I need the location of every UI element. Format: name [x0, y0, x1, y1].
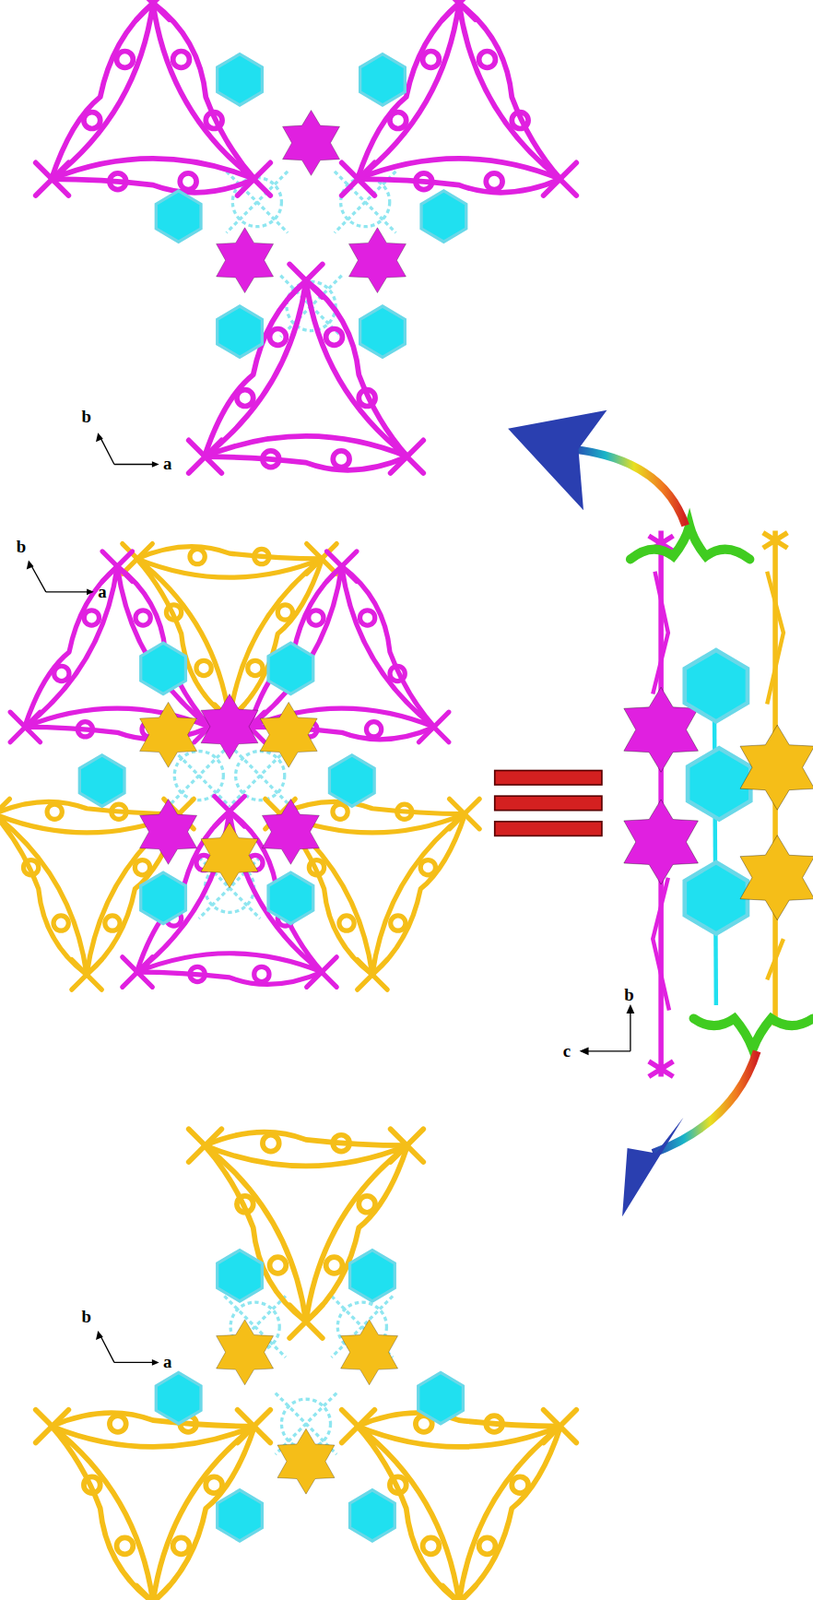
axis-label: b: [624, 985, 634, 1003]
equivalence-bars: [494, 770, 602, 837]
axis-label: b: [16, 537, 26, 555]
axis-label: b: [82, 1307, 92, 1326]
top-layer-view: [35, 0, 578, 473]
axis-label: a: [163, 455, 172, 473]
bottom-layer-view: [35, 1128, 578, 1600]
axis-label: b: [82, 408, 92, 426]
axis-label: c: [563, 1042, 571, 1061]
rainbow-arrow: [571, 448, 686, 526]
side-view: [579, 525, 813, 1077]
arrow-head: [622, 1117, 684, 1216]
axis-label: a: [97, 583, 107, 601]
arrow-head: [507, 410, 607, 510]
combined-view: [0, 543, 480, 990]
axis-label: a: [163, 1352, 172, 1370]
